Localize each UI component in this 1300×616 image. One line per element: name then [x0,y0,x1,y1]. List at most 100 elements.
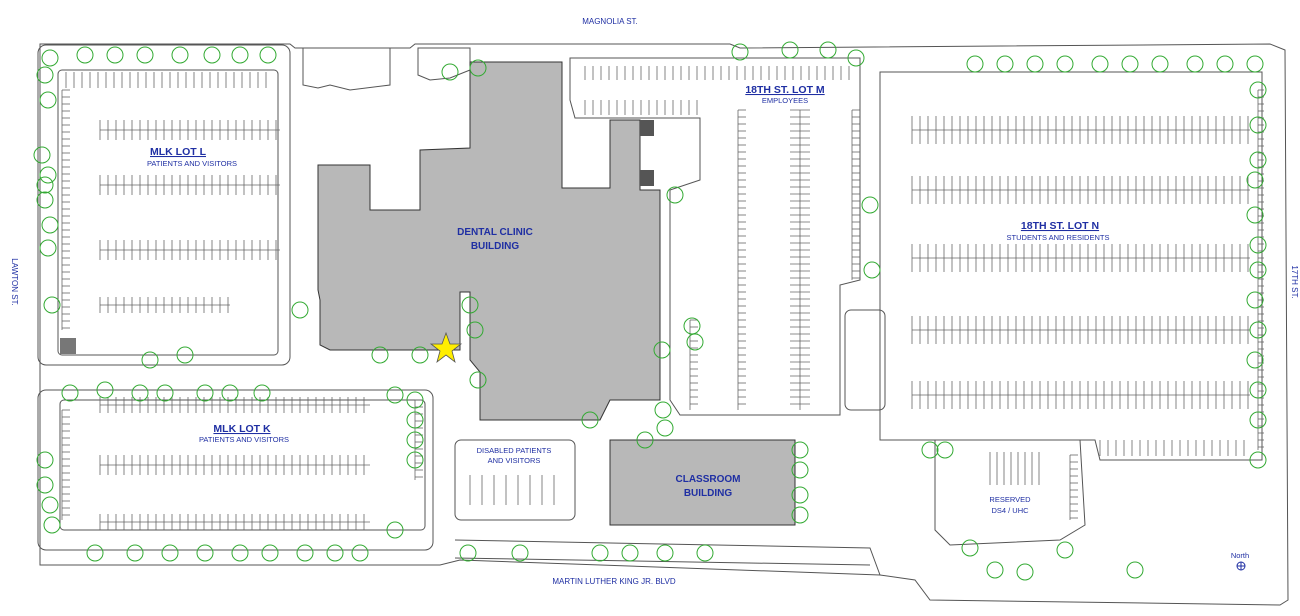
disabled-label-line1: DISABLED PATIENTS [477,446,552,455]
tree-icon [1246,206,1264,224]
tree-icon [636,431,654,449]
tree-icon [86,544,104,562]
star-icon [429,331,463,364]
north-compass: North [1231,551,1249,571]
tree-icon [291,301,309,319]
north-entrance-curbs [302,47,471,91]
tree-icon [1216,55,1234,73]
lot-n-subtitle: STUDENTS AND RESIDENTS [1007,233,1110,242]
dental-service-pad-2 [640,170,654,186]
tree-icon [126,544,144,562]
tree-icon [259,46,277,64]
tree-icon [39,91,57,109]
tree-icon [1249,151,1267,169]
tree-icon [656,544,674,562]
compass-cross [1237,562,1245,570]
tree-icon [41,216,59,234]
tree-icon [36,66,54,84]
tree-icon [161,544,179,562]
tree-icon [791,486,809,504]
tree-icon [36,451,54,469]
tree-icon [791,461,809,479]
tree-icon [653,341,671,359]
tree-icon [1091,55,1109,73]
tree-icon [781,41,799,59]
lot-m-stalls [584,66,860,410]
tree-icon [1249,116,1267,134]
tree-icon [106,46,124,64]
tree-icon [1016,563,1034,581]
lot-l-stalls [61,72,280,330]
lot-m-title: 18TH ST. LOT M [745,84,825,96]
tree-icon [1056,55,1074,73]
tree-icon [469,59,487,77]
lot-k-subtitle: PATIENTS AND VISITORS [199,435,289,444]
lot-m [569,57,861,416]
tree-icon [1026,55,1044,73]
tree-icon [141,351,159,369]
dental-clinic-building [317,61,661,421]
tree-icon [351,544,369,562]
tree-icon [1249,321,1267,339]
mlk-lot-l [37,44,291,366]
tree-icon [43,516,61,534]
tree-icon [461,296,479,314]
tree-icon [196,384,214,402]
tree-icon [441,63,459,81]
tree-icon [1056,541,1074,559]
tree-icon [411,346,429,364]
tree-icon [791,441,809,459]
tree-icon [654,401,672,419]
tree-icon [686,333,704,351]
tree-icon [1126,561,1144,579]
tree-icon [847,49,865,67]
lot-k-title: MLK LOT K [213,423,271,435]
dental-clinic-label-line2: BUILDING [471,241,520,252]
tree-icon [621,544,639,562]
lot-n-stalls [911,89,1264,456]
classroom-building [609,439,796,526]
tree-icon [176,346,194,364]
dental-clinic-label-line1: DENTAL CLINIC [457,227,533,238]
tree-icon [1246,55,1264,73]
tree-icon [253,384,271,402]
lot-l-outline [37,44,291,366]
trees [33,41,1267,581]
tree-icon [1249,261,1267,279]
tree-icon [1121,55,1139,73]
tree-icon [406,411,424,429]
tree-icon [986,561,1004,579]
tree-icon [1249,81,1267,99]
tree-icon [386,521,404,539]
street-magnolia: MAGNOLIA ST. [582,17,638,26]
tree-icon [136,46,154,64]
lot-n-outline [879,71,1263,461]
tree-icon [36,176,54,194]
lot-n [844,71,1264,461]
lot-k-inner [59,399,426,531]
tree-icon [961,539,979,557]
tree-icon [683,317,701,335]
compass-label: North [1231,551,1249,560]
reserved-stalls [989,452,1078,520]
street-17th: 17TH ST. [1290,265,1299,298]
tree-icon [466,321,484,339]
reserved-label-line1: RESERVED [989,495,1031,504]
tree-icon [386,386,404,404]
tree-icon [863,261,881,279]
tree-icon [196,544,214,562]
tree-icon [406,451,424,469]
tree-icon [221,384,239,402]
tree-icon [371,346,389,364]
reserved-label-line2: DS4 / UHC [991,506,1029,515]
mlk-frontage-curb [454,539,881,576]
disabled-stalls [469,475,555,505]
tree-icon [656,419,674,437]
tree-icon [76,46,94,64]
tree-icon [819,41,837,59]
street-lawton: LAWTON ST. [10,258,19,306]
tree-icon [731,43,749,61]
tree-icon [1249,411,1267,429]
tree-icon [1246,351,1264,369]
tree-icon [581,411,599,429]
